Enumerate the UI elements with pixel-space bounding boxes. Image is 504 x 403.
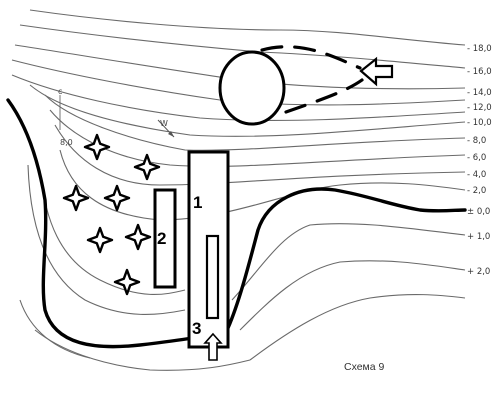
four-point-star-icon <box>86 226 114 254</box>
depth-label: - 14,0 <box>467 88 492 98</box>
stars-group <box>62 133 161 296</box>
shoreline-isoline <box>6 98 467 349</box>
object-3-label: 3 <box>192 319 201 338</box>
depth-label: ± 0,0 <box>467 207 490 217</box>
depth-label: - 2,0 <box>467 186 486 196</box>
depth-label: - 18,0 <box>467 44 492 54</box>
depth-label: - 12,0 <box>467 103 492 113</box>
depth-label: - 4,0 <box>467 170 486 180</box>
four-point-star-icon <box>124 223 152 251</box>
depth-label: - 16,0 <box>467 67 492 77</box>
object-3-rect <box>205 234 220 320</box>
object-1-label: 1 <box>193 193 202 212</box>
depth-label: - 10,0 <box>467 118 492 128</box>
current-marker: c 8,0 <box>58 87 73 147</box>
four-point-star-icon <box>62 184 90 212</box>
four-point-star-icon <box>133 153 161 181</box>
depth-label: - 8,0 <box>467 136 486 146</box>
current-label: c <box>58 87 62 96</box>
depth-label: - 6,0 <box>467 153 486 163</box>
object-2-rect <box>153 188 177 289</box>
scheme-caption: Схема 9 <box>344 361 385 373</box>
depth-label: + 2,0 <box>467 267 490 277</box>
depth-label: + 1,0 <box>467 232 490 242</box>
dashed-wake-upper <box>260 45 362 70</box>
arrow-up-icon <box>203 332 223 361</box>
wind-arrow: W <box>157 119 175 138</box>
depth-labels: - 18,0 - 16,0 - 14,0 - 12,0 - 10,0 - 8,0 - 6,0… <box>467 44 492 277</box>
object-2-label: 2 <box>157 229 166 248</box>
dashed-wake-lower <box>284 78 364 114</box>
arrow-left-icon <box>359 56 394 87</box>
circle-object <box>218 50 286 126</box>
four-point-star-icon <box>113 268 141 296</box>
contour-small-label: 8,0 <box>60 138 73 147</box>
four-point-star-icon <box>83 133 111 161</box>
wind-label: W <box>160 119 168 128</box>
four-point-star-icon <box>103 184 131 212</box>
